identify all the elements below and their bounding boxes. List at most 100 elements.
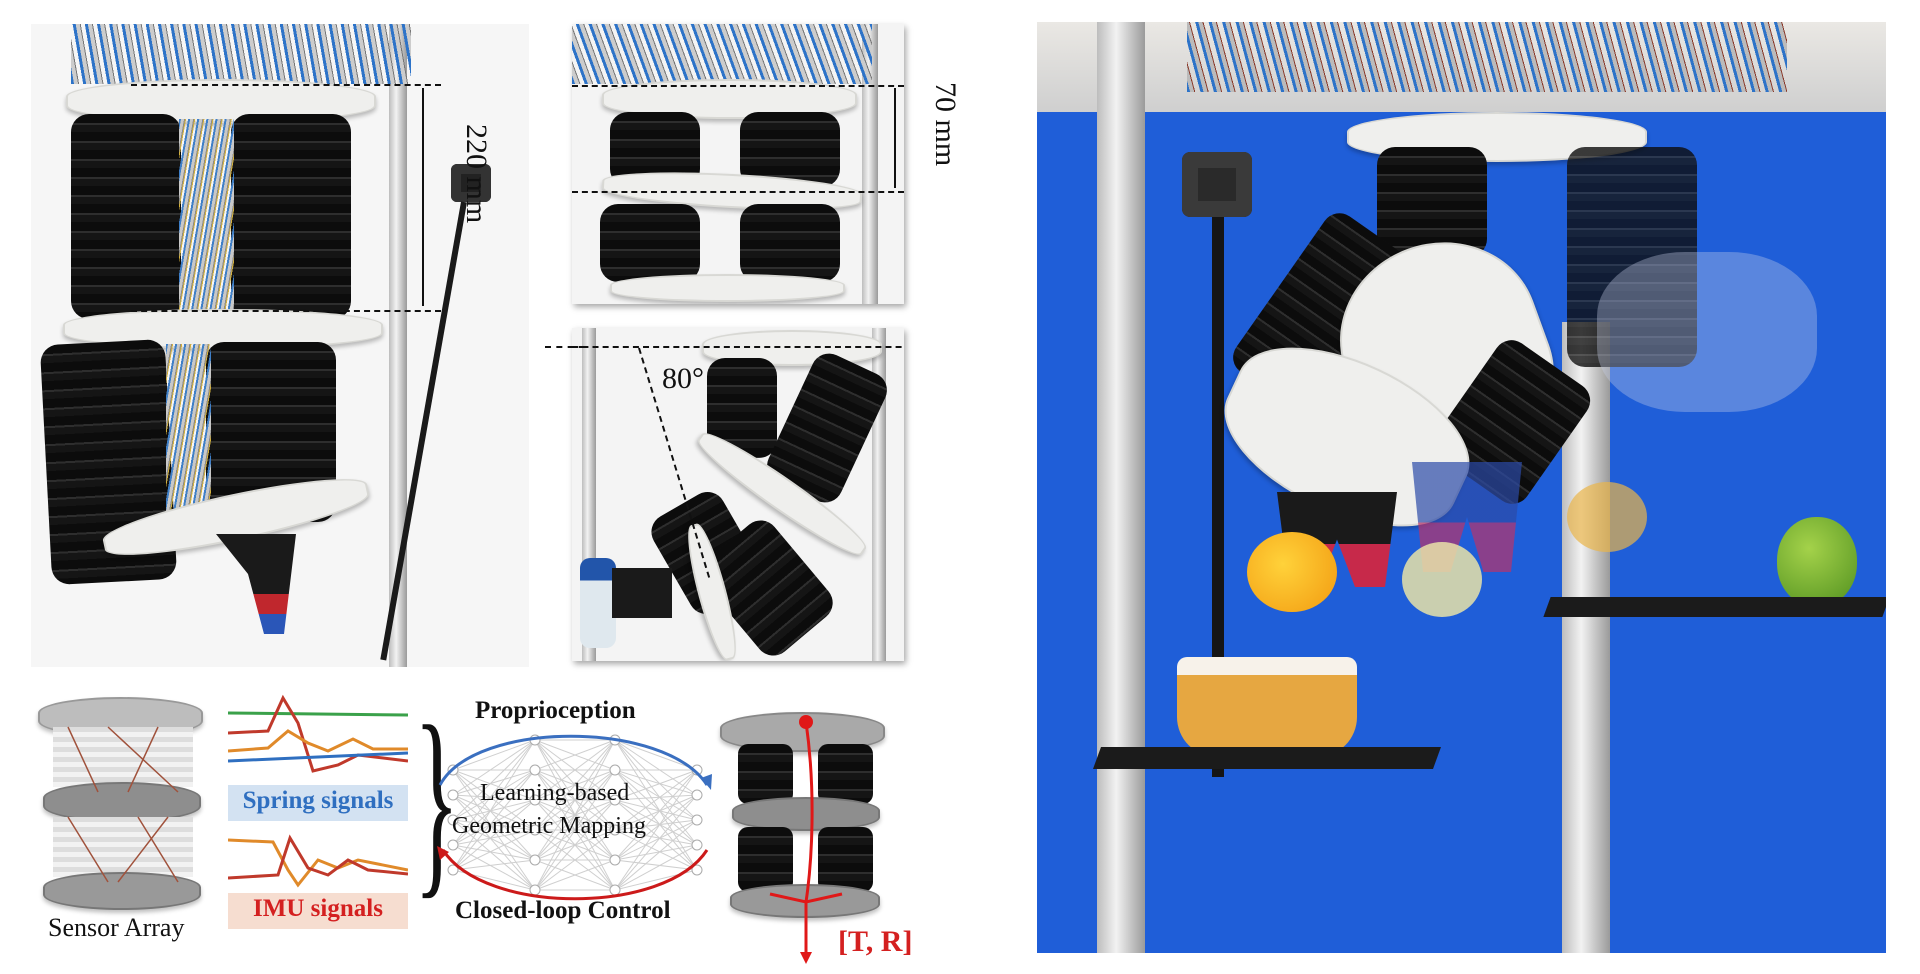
bellow-segment	[1567, 147, 1697, 367]
dimension-label-70mm: 70 mm	[929, 82, 962, 167]
frame-pole	[862, 24, 878, 304]
sensor-array-model	[38, 697, 208, 912]
network-edge	[614, 844, 698, 861]
signal-orange	[228, 838, 408, 888]
network-edge	[452, 844, 536, 861]
orange-fruit-ghost	[1402, 542, 1482, 617]
network-edge	[614, 794, 698, 801]
network-node	[529, 824, 541, 836]
lower-plate	[610, 274, 845, 302]
imu-signal-plot	[228, 834, 408, 888]
bellow-segment	[71, 114, 181, 319]
network-node	[609, 884, 621, 896]
photo-robot-extended: 220 mm	[31, 24, 529, 667]
network-edge	[614, 794, 698, 861]
lime-fruit	[1777, 517, 1857, 607]
network-edge	[534, 739, 616, 831]
network-edge	[614, 819, 698, 861]
network-node	[529, 854, 541, 866]
network-edge	[534, 769, 616, 891]
network-edge	[452, 769, 536, 821]
network-edge	[614, 769, 698, 831]
network-edge	[452, 819, 536, 831]
wire-bundle	[572, 24, 872, 84]
network-edge	[614, 829, 698, 846]
network-edge	[614, 769, 698, 861]
network-edge	[614, 739, 698, 871]
backbone-curve	[769, 715, 843, 964]
yellow-bowl	[1177, 657, 1357, 757]
bellow-segment	[1377, 147, 1487, 257]
wire-bundle	[1187, 22, 1787, 92]
dimension-line-top	[572, 85, 904, 87]
network-node	[447, 789, 459, 801]
imu-signals-badge	[228, 893, 408, 929]
imu-signals-label: IMU signals	[253, 895, 383, 922]
network-edge	[614, 769, 698, 821]
network-edge	[614, 739, 698, 846]
signal-green	[228, 711, 408, 717]
network-edge	[452, 769, 536, 831]
spring-signals-badge	[228, 785, 408, 821]
network-edge	[452, 769, 536, 801]
network-edge	[614, 794, 698, 891]
network-edge	[534, 829, 616, 891]
network-node	[609, 764, 621, 776]
control-arrow	[441, 849, 709, 901]
dimension-label-220mm: 220 mm	[460, 124, 493, 224]
bellow-segment	[818, 744, 873, 804]
dimension-line-bottom	[572, 191, 904, 193]
wire-bundle	[179, 119, 234, 319]
network-edge	[614, 799, 698, 871]
proprioception-label: Proprioception	[475, 697, 636, 724]
network-edge	[614, 799, 698, 821]
spring-sensors	[67, 726, 179, 883]
spring-signals-label: Spring signals	[242, 787, 394, 814]
horizontal-reference-line-ext	[545, 346, 585, 348]
network-edge	[614, 819, 698, 891]
photo-robot-bent	[572, 328, 904, 661]
network-edge	[534, 859, 616, 891]
orange-fruit-ghost	[1567, 482, 1647, 552]
network-edge	[452, 794, 536, 891]
tripod-pole	[1212, 217, 1224, 777]
network-edge	[614, 769, 698, 846]
proprioception-arrowhead	[701, 774, 712, 790]
network-edge	[452, 844, 536, 891]
network-edge	[452, 799, 536, 821]
network-edge	[452, 739, 536, 846]
network-edge	[614, 739, 698, 771]
network-edge	[452, 829, 536, 871]
mapping-label-line1: Learning-based	[480, 780, 630, 806]
shelf-left	[1092, 747, 1442, 769]
bellow-segment	[600, 204, 700, 282]
network-edge	[534, 739, 616, 861]
gripper	[612, 568, 672, 618]
network-edge	[452, 794, 536, 861]
network-edge	[534, 799, 616, 891]
sensor-array-label: Sensor Array	[48, 913, 185, 942]
orange-fruit	[1247, 532, 1337, 612]
bellow-segment	[738, 827, 793, 892]
network-node	[529, 884, 541, 896]
network-edge	[534, 739, 616, 771]
network-edge	[614, 819, 698, 831]
network-edge	[614, 769, 698, 871]
network-node	[447, 814, 459, 826]
angle-label-80deg: 80°	[662, 362, 704, 395]
bellow-segment	[818, 827, 873, 892]
frame-pole	[1097, 22, 1145, 953]
photo-robot-compressed	[572, 24, 904, 304]
wire-bundle	[166, 344, 211, 524]
network-edge	[452, 859, 536, 871]
dimension-line-bottom	[131, 310, 441, 312]
closed-loop-control-label: Closed-loop Control	[455, 897, 671, 924]
network-edge	[452, 819, 536, 861]
dimension-arrow	[422, 88, 424, 306]
gripper	[216, 534, 296, 634]
bellow-segment	[738, 744, 793, 804]
network-edge	[614, 799, 698, 846]
shelf-right	[1543, 597, 1886, 617]
frame-axes	[769, 892, 843, 957]
network-edge	[614, 769, 698, 801]
